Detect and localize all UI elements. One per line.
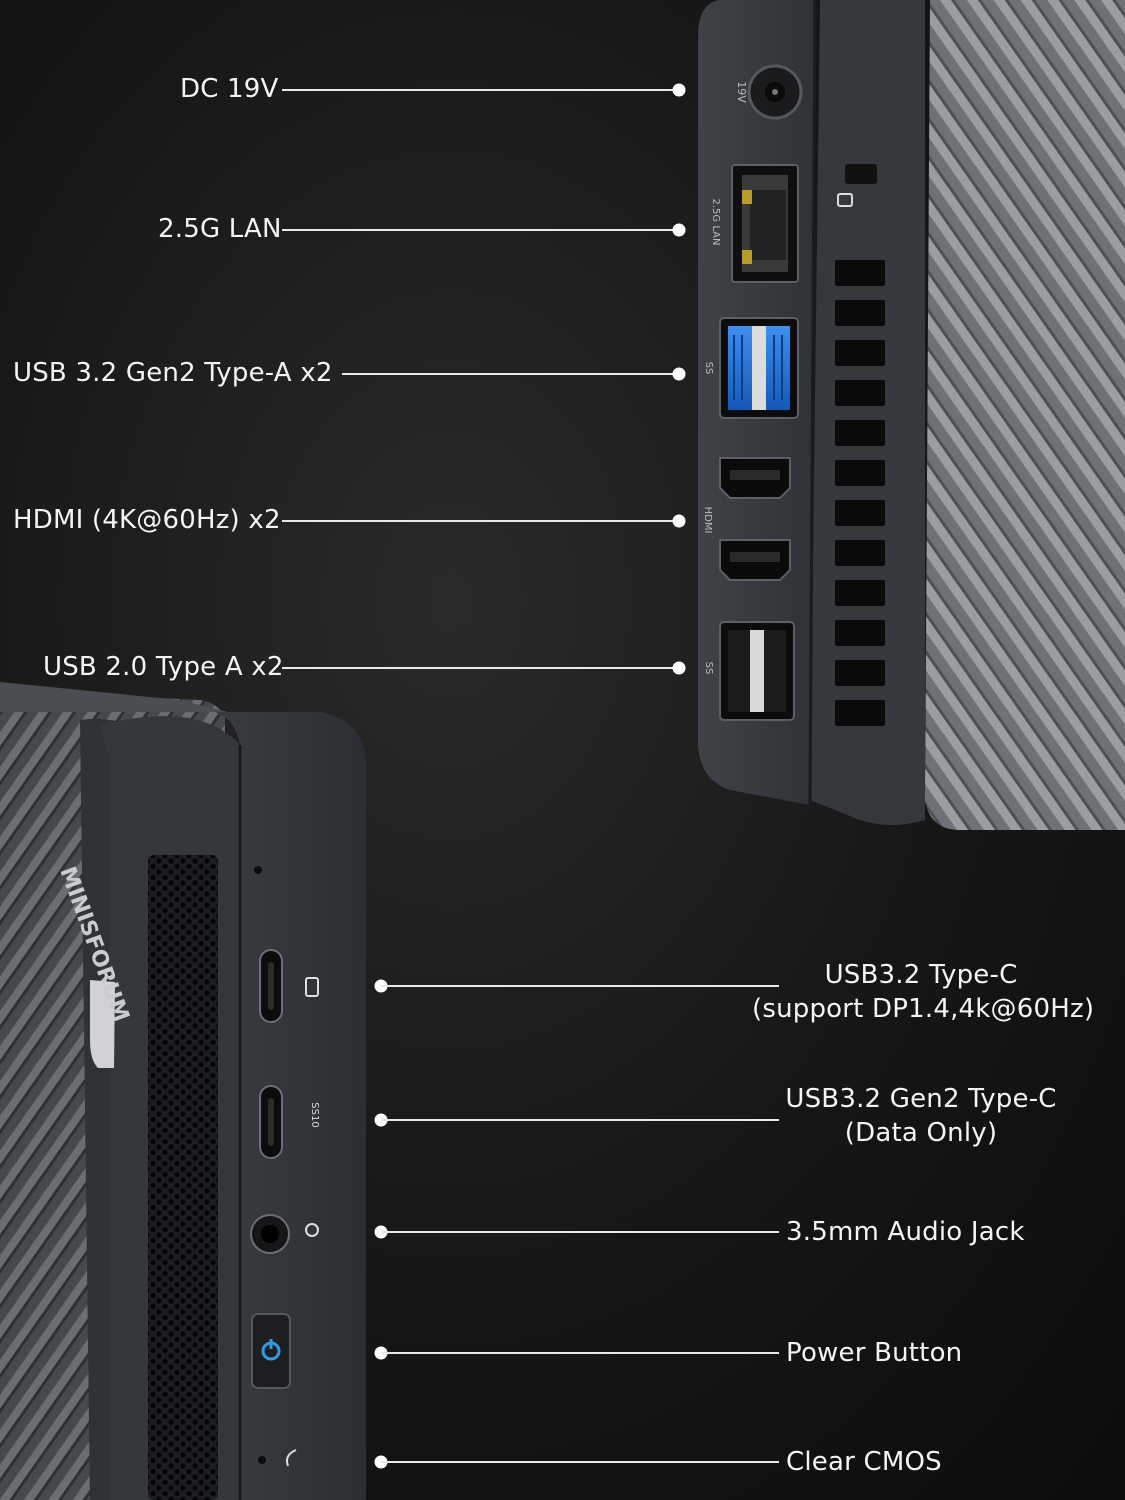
bottom-device: MINISFORUM SS10 <box>0 682 366 1500</box>
callout-label: USB3.2 Type-C (support DP1.4,4k@60Hz) <box>752 958 1095 1026</box>
callout-label-line2: (Data Only) <box>844 1118 998 1148</box>
callout-label: Power Button <box>786 1338 963 1368</box>
headset-icon <box>305 1223 319 1237</box>
callout-dot <box>672 223 686 237</box>
callout-dot <box>672 661 686 675</box>
cmos-icon <box>286 1449 297 1467</box>
usb-gen2-mark: SS <box>703 362 714 375</box>
callout-line <box>282 520 679 522</box>
dc-port-label: 19V <box>735 81 748 103</box>
callout-label: 3.5mm Audio Jack <box>786 1217 1025 1247</box>
hdmi-port-label: HDMI <box>702 507 713 534</box>
callout-label: DC 19V <box>180 74 279 104</box>
callout-line <box>282 229 679 231</box>
callout-label-line1: USB3.2 Gen2 Type-C <box>785 1084 1057 1114</box>
top-device-ribbed-side <box>925 0 1125 830</box>
callout-label: USB 2.0 Type A x2 <box>43 652 284 682</box>
callout-dot <box>672 367 686 381</box>
kensington-lock-slot <box>845 164 877 184</box>
callout-line <box>282 667 679 669</box>
callout-line <box>381 1352 779 1354</box>
callout-label: USB3.2 Gen2 Type-C (Data Only) <box>782 1082 1060 1150</box>
callout-label: USB 3.2 Gen2 Type-A x2 <box>13 358 333 388</box>
status-led <box>254 866 262 874</box>
callout-line <box>282 89 679 91</box>
callout-label: 2.5G LAN <box>158 214 282 244</box>
callout-label: Clear CMOS <box>786 1447 942 1477</box>
ss10-mark: SS10 <box>309 1102 320 1127</box>
callout-line <box>381 1119 779 1121</box>
front-mesh-grille <box>148 855 218 1500</box>
callout-line <box>381 1461 779 1463</box>
callout-label: HDMI (4K@60Hz) x2 <box>13 505 281 535</box>
bottom-device-front-panel <box>215 712 366 1500</box>
callout-line <box>381 1231 779 1233</box>
silver-accent <box>90 980 115 1068</box>
rear-vents <box>835 260 885 726</box>
callout-label-line1: USB3.2 Type-C <box>824 960 1018 990</box>
power-button <box>251 1313 291 1389</box>
clear-cmos-hole <box>258 1456 266 1464</box>
lock-icon <box>837 193 853 207</box>
top-device: 19V 2.5G LAN SS HDMI <box>698 0 1125 830</box>
callout-line <box>342 373 679 375</box>
lan-port-label: 2.5G LAN <box>710 199 721 246</box>
callout-line <box>381 985 779 987</box>
callout-dot <box>672 514 686 528</box>
callout-dot <box>672 83 686 97</box>
callout-label-line2: (support DP1.4,4k@60Hz) <box>752 994 1095 1024</box>
display-icon <box>305 977 319 997</box>
usb-2-mark: SS <box>703 662 714 675</box>
